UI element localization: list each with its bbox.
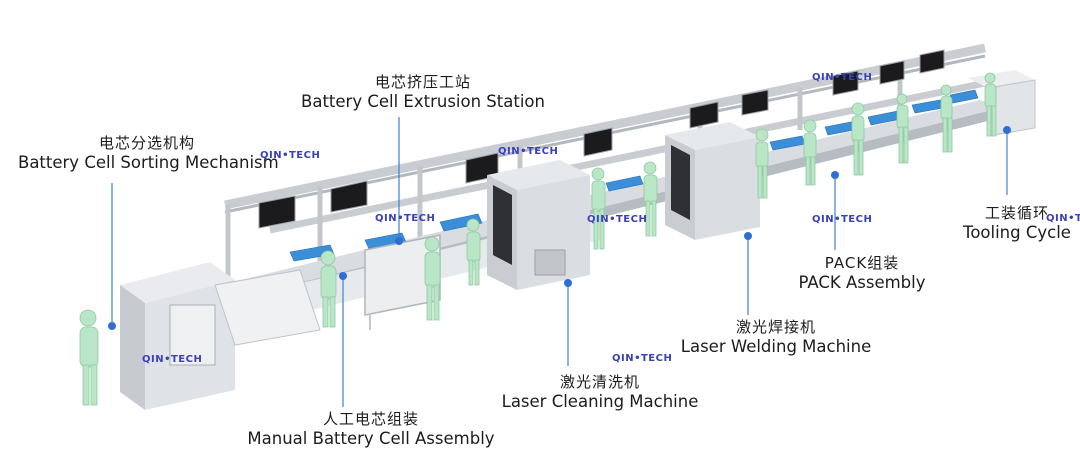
watermark: QIN•TECH [612, 353, 673, 364]
label-tooling-cn: 工装循环 [984, 204, 1049, 222]
dot-manual [339, 272, 347, 280]
sorting-machine [120, 262, 321, 410]
laser-cleaning-machine [487, 160, 590, 290]
watermark: QIN•TECH [587, 214, 648, 225]
label-sorting-en: Battery Cell Sorting Mechanism [18, 152, 279, 172]
watermark: QIN•TECH [260, 150, 321, 161]
dot-sorting [108, 322, 116, 330]
label-manual: 人工电芯组装 Manual Battery Cell Assembly [247, 410, 495, 449]
dot-tooling [1003, 126, 1011, 134]
label-manual-en: Manual Battery Cell Assembly [247, 428, 495, 448]
label-pack-en: PACK Assembly [798, 272, 926, 292]
label-pack-cn: PACK组装 [824, 254, 900, 272]
label-tooling-en: Tooling Cycle [963, 222, 1071, 242]
label-cleaning: 激光清洗机 Laser Cleaning Machine [500, 373, 700, 412]
watermark: QIN•TECH [812, 214, 873, 225]
watermark: QIN•TECH [142, 354, 203, 365]
monitors [258, 49, 945, 229]
dot-cleaning [564, 279, 572, 287]
tooling-cabinet [968, 70, 1036, 137]
dot-pack [831, 171, 839, 179]
label-welding: 激光焊接机 Laser Welding Machine [678, 318, 874, 357]
watermark: QIN•TECH [812, 72, 873, 83]
watermark: QIN•TECH [498, 146, 559, 157]
workers [79, 72, 997, 406]
label-extrusion-cn: 电芯挤压工站 [374, 73, 471, 91]
laser-welding-machine [665, 122, 760, 240]
dot-welding [744, 232, 752, 240]
leader-lines [111, 117, 1008, 407]
label-pack: PACK组装 PACK Assembly [794, 254, 930, 293]
label-sorting-cn: 电芯分选机构 [98, 134, 195, 152]
leader-dots [108, 126, 1011, 330]
label-welding-en: Laser Welding Machine [680, 336, 872, 356]
label-cleaning-cn: 激光清洗机 [559, 373, 640, 391]
label-extrusion: 电芯挤压工站 Battery Cell Extrusion Station [300, 73, 546, 112]
label-welding-cn: 激光焊接机 [735, 318, 816, 336]
label-cleaning-en: Laser Cleaning Machine [501, 391, 699, 411]
label-extrusion-en: Battery Cell Extrusion Station [301, 91, 545, 111]
label-sorting: 电芯分选机构 Battery Cell Sorting Mechanism [18, 134, 279, 173]
watermark: QIN•TECH [1046, 213, 1080, 224]
dot-extrusion [395, 237, 403, 245]
label-tooling: 工装循环 Tooling Cycle [958, 204, 1076, 243]
watermark: QIN•TECH [375, 213, 436, 224]
label-manual-cn: 人工电芯组装 [322, 410, 419, 428]
